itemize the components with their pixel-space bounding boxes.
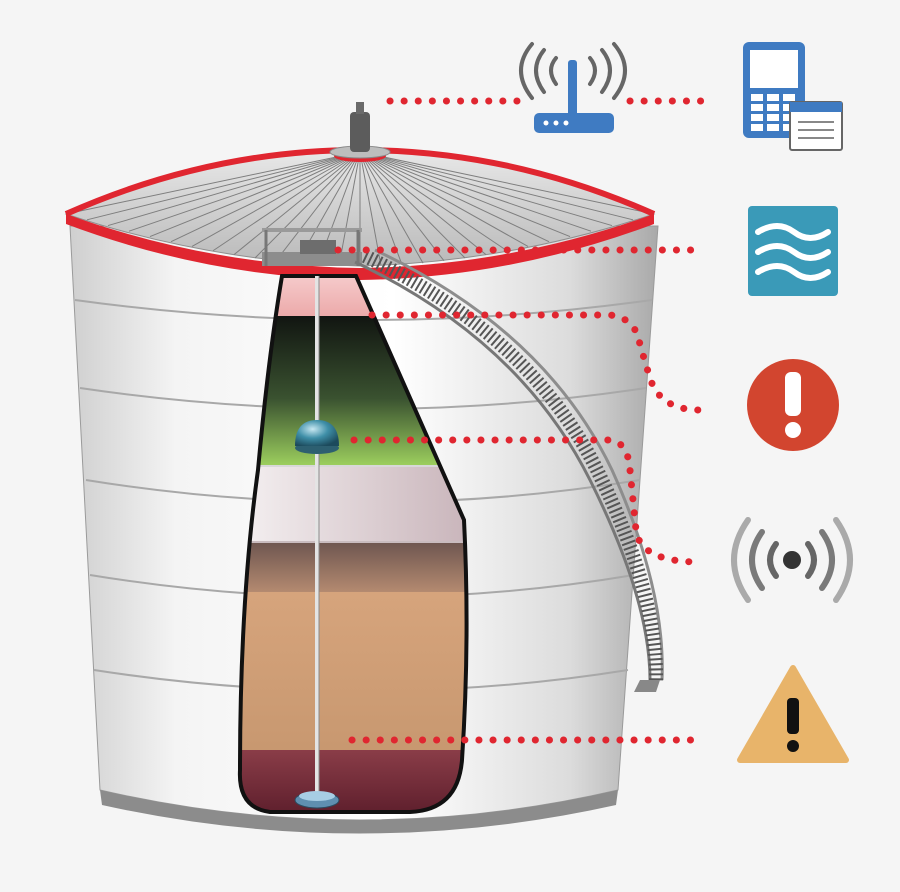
roof-rib <box>275 151 361 262</box>
roof-rib <box>359 151 487 256</box>
water-detection-icon <box>748 206 838 296</box>
roof-rib <box>359 151 508 252</box>
layer-clear-band <box>239 466 467 542</box>
phone-key <box>767 114 779 121</box>
roof-rib <box>359 151 529 247</box>
alarm-icon <box>747 359 839 451</box>
roof-rib <box>233 151 361 256</box>
phone-key <box>751 124 763 131</box>
layer-bottom-water <box>239 750 467 812</box>
bottom-weight <box>294 791 340 809</box>
warning-icon <box>737 665 849 763</box>
roof-rib <box>65 151 361 215</box>
roof-rib <box>359 151 634 221</box>
mobile-device-icon <box>743 42 843 151</box>
connector-signal <box>350 436 704 566</box>
roof-rib <box>107 151 361 227</box>
phone-key <box>751 114 763 121</box>
roof-rib <box>359 151 466 259</box>
roof-rib <box>212 151 361 252</box>
phone-key <box>751 94 763 101</box>
phone-key <box>767 104 779 111</box>
layer-product-tan <box>239 592 467 750</box>
roof-rib <box>191 151 361 247</box>
roof-rib <box>359 151 571 238</box>
roof-rib <box>170 151 361 243</box>
roof-rib <box>359 151 592 232</box>
roof-rib <box>149 151 361 238</box>
phone-key <box>783 94 795 101</box>
spiral-staircase <box>354 248 664 692</box>
roof-rib <box>254 151 361 259</box>
roof-rib <box>128 151 361 232</box>
connector-lines <box>334 97 710 744</box>
roof-rib <box>359 151 550 243</box>
roof-rib <box>359 151 445 262</box>
phone-key <box>767 124 779 131</box>
roof-rib <box>359 151 403 265</box>
roof-rib <box>359 151 655 215</box>
layer-brown <box>239 542 467 592</box>
signal-broadcast-icon <box>731 517 853 603</box>
roof-rib <box>86 151 361 221</box>
roof-rib <box>359 151 382 266</box>
roof-vent <box>329 102 391 162</box>
phone-key <box>751 104 763 111</box>
roof-rib <box>359 151 613 227</box>
wireless-router-icon <box>519 42 627 133</box>
level-float <box>295 420 339 454</box>
roof-rib <box>338 151 361 266</box>
roof-rib <box>359 151 424 264</box>
phone-key <box>767 94 779 101</box>
roof-platform <box>262 228 362 266</box>
